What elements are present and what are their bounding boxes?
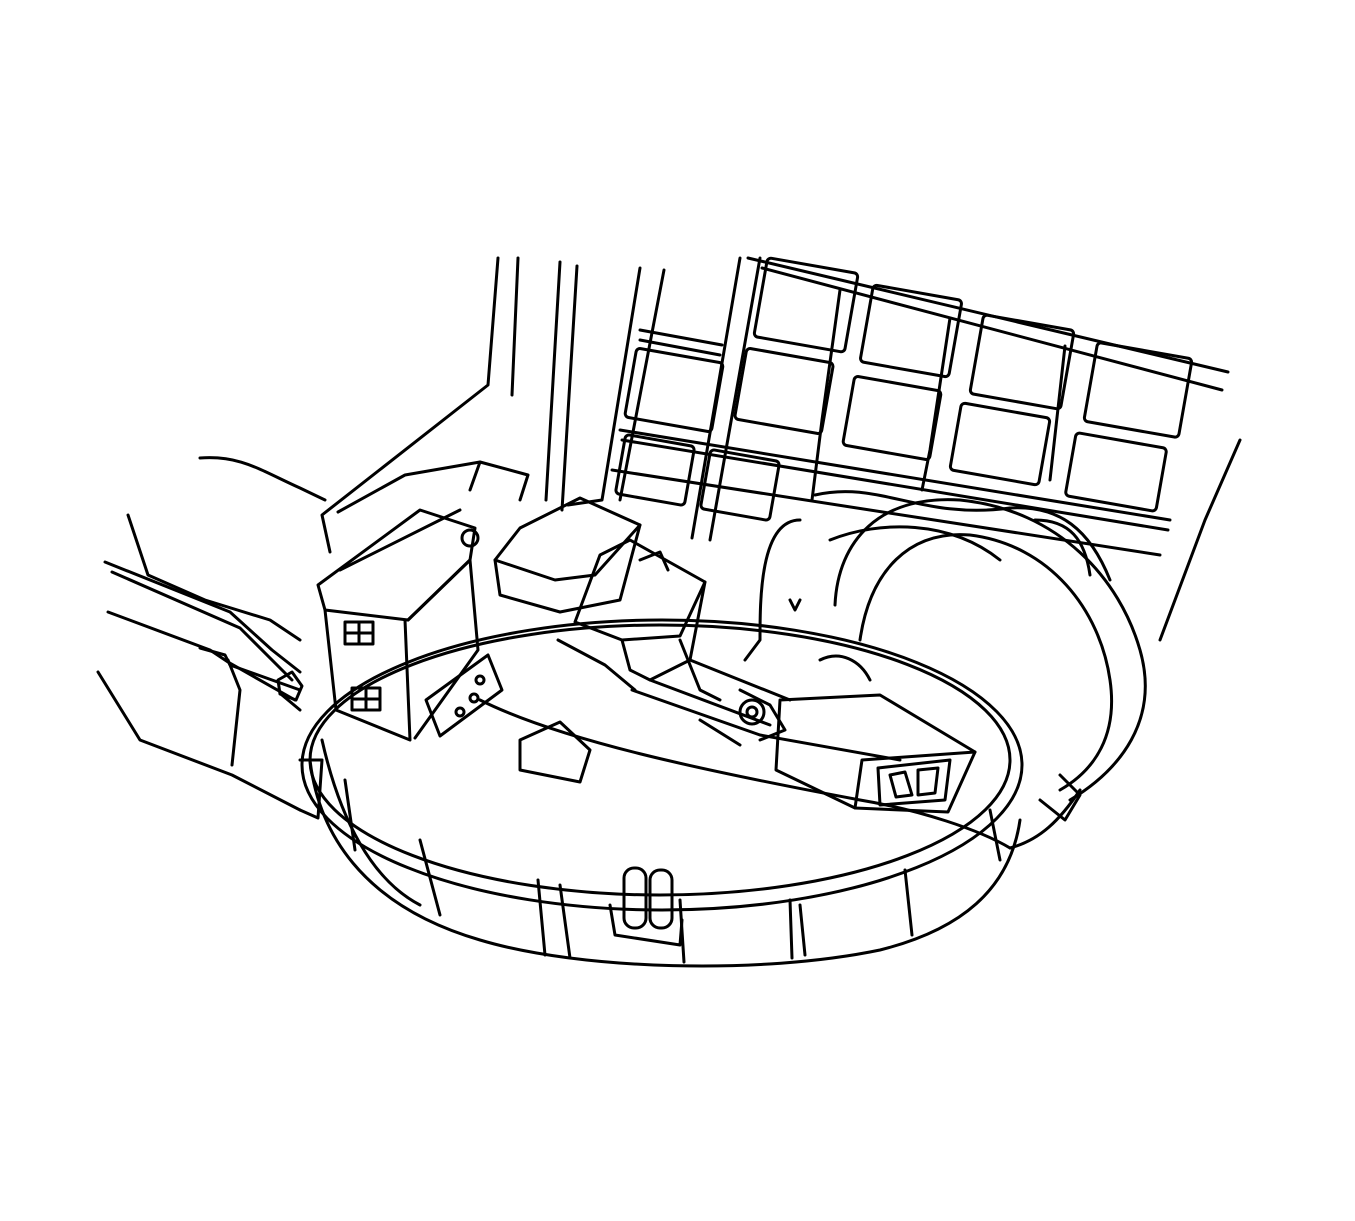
resistor-connector: [316, 508, 504, 742]
left-housing: [96, 456, 530, 820]
mounting-bracket: [678, 598, 802, 747]
blower-motor-housing: [300, 618, 1024, 968]
evaporator-grille: [320, 256, 1242, 642]
blower-connector: [493, 496, 707, 692]
motor-connector: [774, 693, 977, 814]
wire-harness: [478, 490, 1147, 850]
